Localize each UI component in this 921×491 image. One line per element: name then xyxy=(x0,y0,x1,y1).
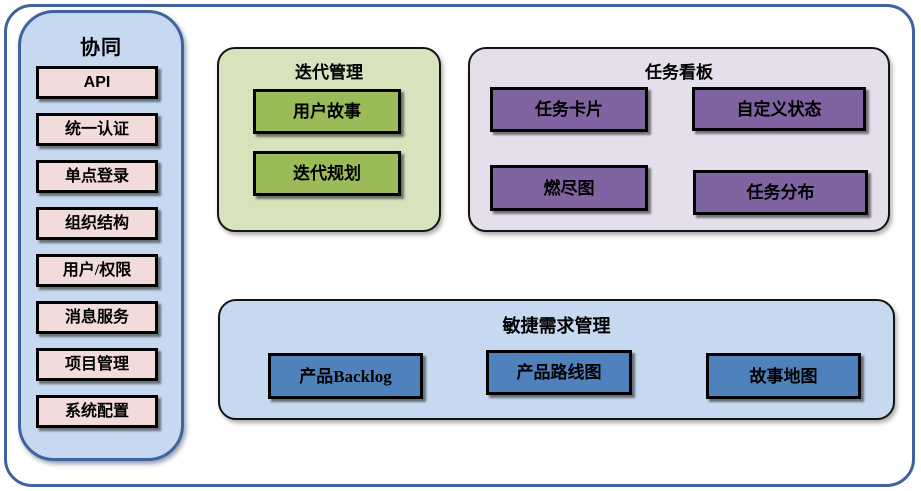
agile-requirements-panel: 敏捷需求管理 产品Backlog 产品路线图 故事地图 xyxy=(218,299,895,420)
sidebar-item-unified-auth: 统一认证 xyxy=(36,113,158,146)
item-user-story: 用户故事 xyxy=(253,89,401,134)
item-burndown-chart: 燃尽图 xyxy=(490,165,648,211)
task-board-panel: 任务看板 任务卡片 自定义状态 燃尽图 任务分布 xyxy=(468,47,890,232)
iteration-management-panel: 迭代管理 用户故事 迭代规划 xyxy=(217,47,441,232)
sidebar-item-org-structure: 组织结构 xyxy=(36,207,158,240)
sidebar-item-message-service: 消息服务 xyxy=(36,301,158,334)
sidebar-title: 协同 xyxy=(80,37,122,59)
item-iteration-planning: 迭代规划 xyxy=(253,151,401,196)
sidebar-item-user-permission: 用户/权限 xyxy=(36,254,158,287)
collaboration-sidebar: 协同 API 统一认证 单点登录 组织结构 用户/权限 消息服务 项目管理 系统… xyxy=(18,10,184,461)
item-task-card: 任务卡片 xyxy=(490,87,648,132)
sidebar-item-project-mgmt: 项目管理 xyxy=(36,348,158,381)
sidebar-item-sso: 单点登录 xyxy=(36,160,158,193)
sidebar-item-system-config: 系统配置 xyxy=(36,395,158,428)
item-story-map: 故事地图 xyxy=(706,353,861,399)
item-task-distribution: 任务分布 xyxy=(693,170,868,215)
iteration-panel-title: 迭代管理 xyxy=(295,63,363,82)
requirements-panel-title: 敏捷需求管理 xyxy=(502,316,611,336)
sidebar-item-api: API xyxy=(36,66,158,99)
item-product-backlog: 产品Backlog xyxy=(268,353,423,399)
item-custom-status: 自定义状态 xyxy=(692,87,866,131)
item-product-roadmap: 产品路线图 xyxy=(486,350,632,395)
kanban-panel-title: 任务看板 xyxy=(645,63,713,82)
